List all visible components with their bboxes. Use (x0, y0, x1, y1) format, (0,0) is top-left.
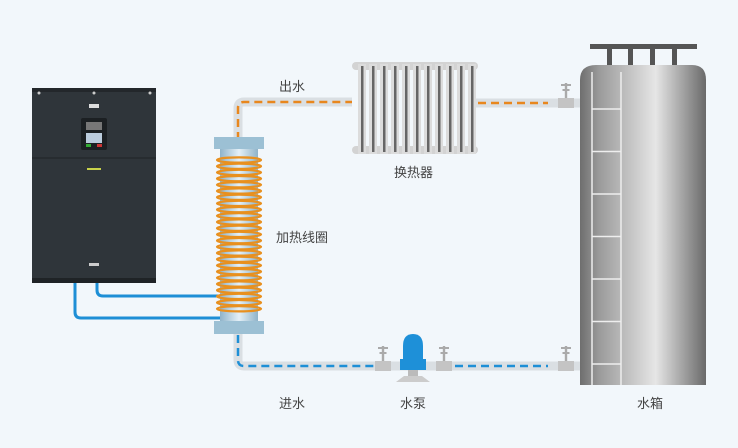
water-pump (396, 334, 430, 382)
radiator-fin-line (405, 66, 408, 152)
valve-body (558, 98, 574, 108)
radiator-fin-line (471, 66, 474, 152)
valve-handle (379, 352, 387, 354)
radiator-fin-line (416, 66, 419, 152)
radiator-fin-line (394, 66, 397, 152)
radiator-fin-line (372, 66, 375, 152)
valve-body (436, 361, 452, 371)
valve-handle (561, 84, 571, 86)
heating-coil (214, 137, 264, 334)
coil-turn (215, 305, 263, 313)
label-heating-coil: 加热线圈 (276, 231, 328, 246)
power-cables (73, 282, 220, 320)
valve-handle (440, 352, 448, 354)
radiator-fin-line (427, 66, 430, 152)
radiator-fin-line (460, 66, 463, 152)
valve-handle (439, 347, 449, 349)
valve-handle (562, 352, 570, 354)
valve-handle (562, 89, 570, 91)
label-inlet: 进水 (279, 397, 305, 412)
water-tank (580, 44, 706, 385)
radiator-fin-line (449, 66, 452, 152)
valves (375, 83, 574, 371)
valve-handle (378, 347, 388, 349)
radiator-fin-line (438, 66, 441, 152)
label-pump: 水泵 (400, 397, 426, 412)
cold-water-pipe (233, 332, 580, 371)
valve-body (558, 361, 574, 371)
label-heat-exchanger: 换热器 (394, 166, 433, 181)
label-tank: 水箱 (637, 396, 663, 412)
radiator-fin-line (361, 66, 364, 152)
radiator-fin-line (383, 66, 386, 152)
valve-body (375, 361, 391, 371)
heat-exchanger (352, 62, 478, 154)
valve-handle (561, 347, 571, 349)
frequency-inverter (32, 88, 156, 283)
label-outlet: 出水 (279, 80, 305, 95)
